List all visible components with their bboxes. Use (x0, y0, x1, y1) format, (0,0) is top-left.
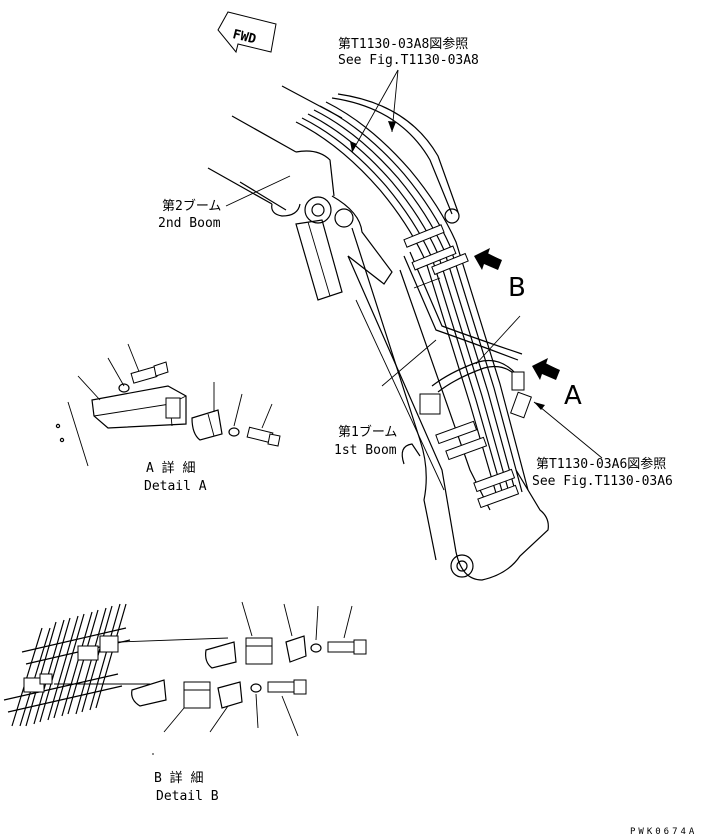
right-ref-leader (533, 401, 603, 459)
top-ref-en: See Fig.T1130-03A8 (338, 53, 479, 68)
fwd-label: FWD (231, 27, 258, 47)
view-b-arrow-icon (474, 248, 502, 270)
view-b-leader (475, 315, 521, 365)
hose-bundle (295, 93, 529, 501)
fwd-arrow-icon: FWD (217, 11, 277, 54)
first-boom-leader (381, 339, 437, 387)
first-boom-label-en: 1st Boom (334, 443, 397, 458)
detail-b-label-jp: B 詳 細 (154, 770, 203, 786)
right-ref-arrowhead (534, 402, 545, 410)
first-boom-label-jp: 第1ブーム (338, 424, 397, 440)
right-ref-en: See Fig.T1130-03A6 (532, 474, 673, 489)
boom-cylinder (295, 195, 393, 301)
view-a-label: A (564, 381, 582, 411)
top-ref-jp: 第T1130-03A8図参照 (338, 36, 468, 52)
hose-clamps (403, 208, 532, 509)
second-boom (207, 85, 343, 224)
drawing-code: PWK0674A (630, 827, 697, 836)
view-b-label: B (508, 273, 526, 303)
view-a-arrow-icon (532, 358, 560, 380)
second-boom-leader (225, 175, 291, 207)
second-boom-label-jp: 第2ブーム (162, 198, 221, 214)
detail-b-label-en: Detail B (156, 789, 219, 804)
detail-b-drawing (3, 601, 367, 755)
detail-a-label-en: Detail A (144, 479, 207, 494)
second-boom-label-en: 2nd Boom (158, 216, 221, 231)
detail-a-label-jp: A 詳 細 (146, 460, 195, 476)
detail-a-drawing (55, 343, 281, 467)
right-ref-jp: 第T1130-03A6図参照 (536, 456, 666, 472)
top-ref-leaders (350, 69, 399, 153)
